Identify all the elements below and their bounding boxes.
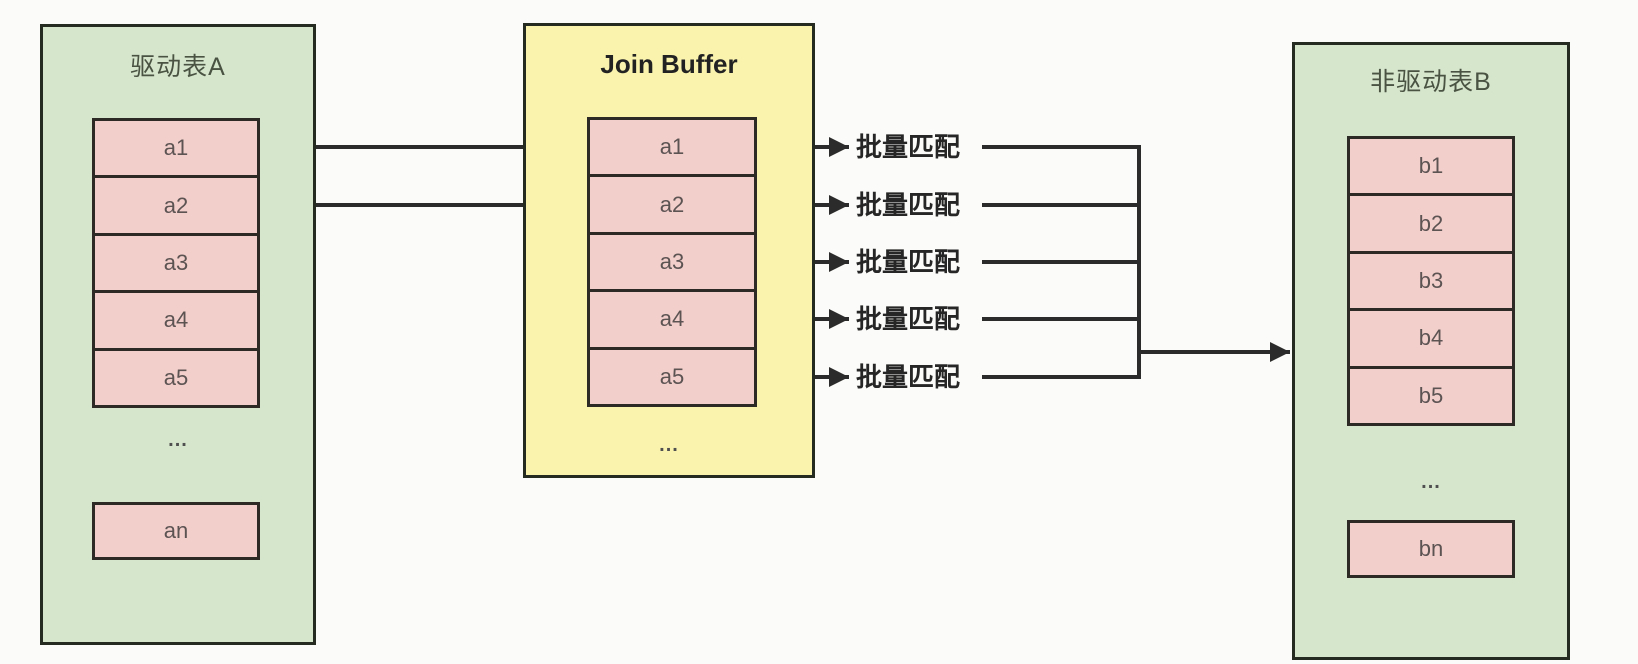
table-row: a4: [95, 293, 257, 351]
table-row: b1: [1350, 139, 1512, 197]
table-row: an: [92, 502, 260, 560]
batch-match-label: 批量匹配: [856, 247, 961, 277]
table-row: a1: [95, 121, 257, 179]
table-row: b3: [1350, 254, 1512, 312]
table-row: b5: [1418, 382, 1444, 408]
batch-match-label: 批量匹配: [856, 304, 961, 334]
table-b-rows: b1 b2 b3 b4 b5: [1347, 136, 1515, 426]
join-buffer-rows: a1 a2 a3 a4 a5: [587, 117, 757, 407]
buffer-row: a1: [590, 120, 754, 178]
batch-match-label: 批量匹配: [856, 190, 961, 220]
table-row: bn: [1347, 520, 1515, 578]
table-b: 非驱动表B b1 b2 b3 b4 b5 ... bn: [1292, 42, 1570, 660]
join-buffer-title: Join Buffer: [600, 49, 738, 79]
buffer-row: a4: [590, 292, 754, 350]
buffer-row: a3: [590, 235, 754, 293]
ellipsis-label: ...: [1421, 471, 1441, 493]
table-a-title: 驱动表A: [130, 53, 226, 81]
table-row: b4: [1350, 311, 1512, 369]
table-row: a2: [95, 178, 257, 236]
buffer-row: a2: [590, 177, 754, 235]
table-row: b2: [1350, 196, 1512, 254]
batch-match-label: 批量匹配: [856, 132, 961, 162]
ellipsis-label: ...: [168, 429, 188, 451]
join-buffer: Join Buffer a1 a2 a3 a4 a5 ...: [523, 23, 815, 478]
table-a: 驱动表A a1 a2 a3 a4 a5 ... an: [40, 24, 316, 645]
table-row: a5: [163, 364, 189, 390]
batch-match-label: 批量匹配: [856, 362, 961, 392]
ellipsis-label: ...: [659, 434, 679, 456]
table-a-rows: a1 a2 a3 a4 a5: [92, 118, 260, 408]
table-b-title: 非驱动表B: [1370, 68, 1492, 96]
buffer-row: a5: [659, 363, 685, 389]
table-row: a3: [95, 236, 257, 294]
